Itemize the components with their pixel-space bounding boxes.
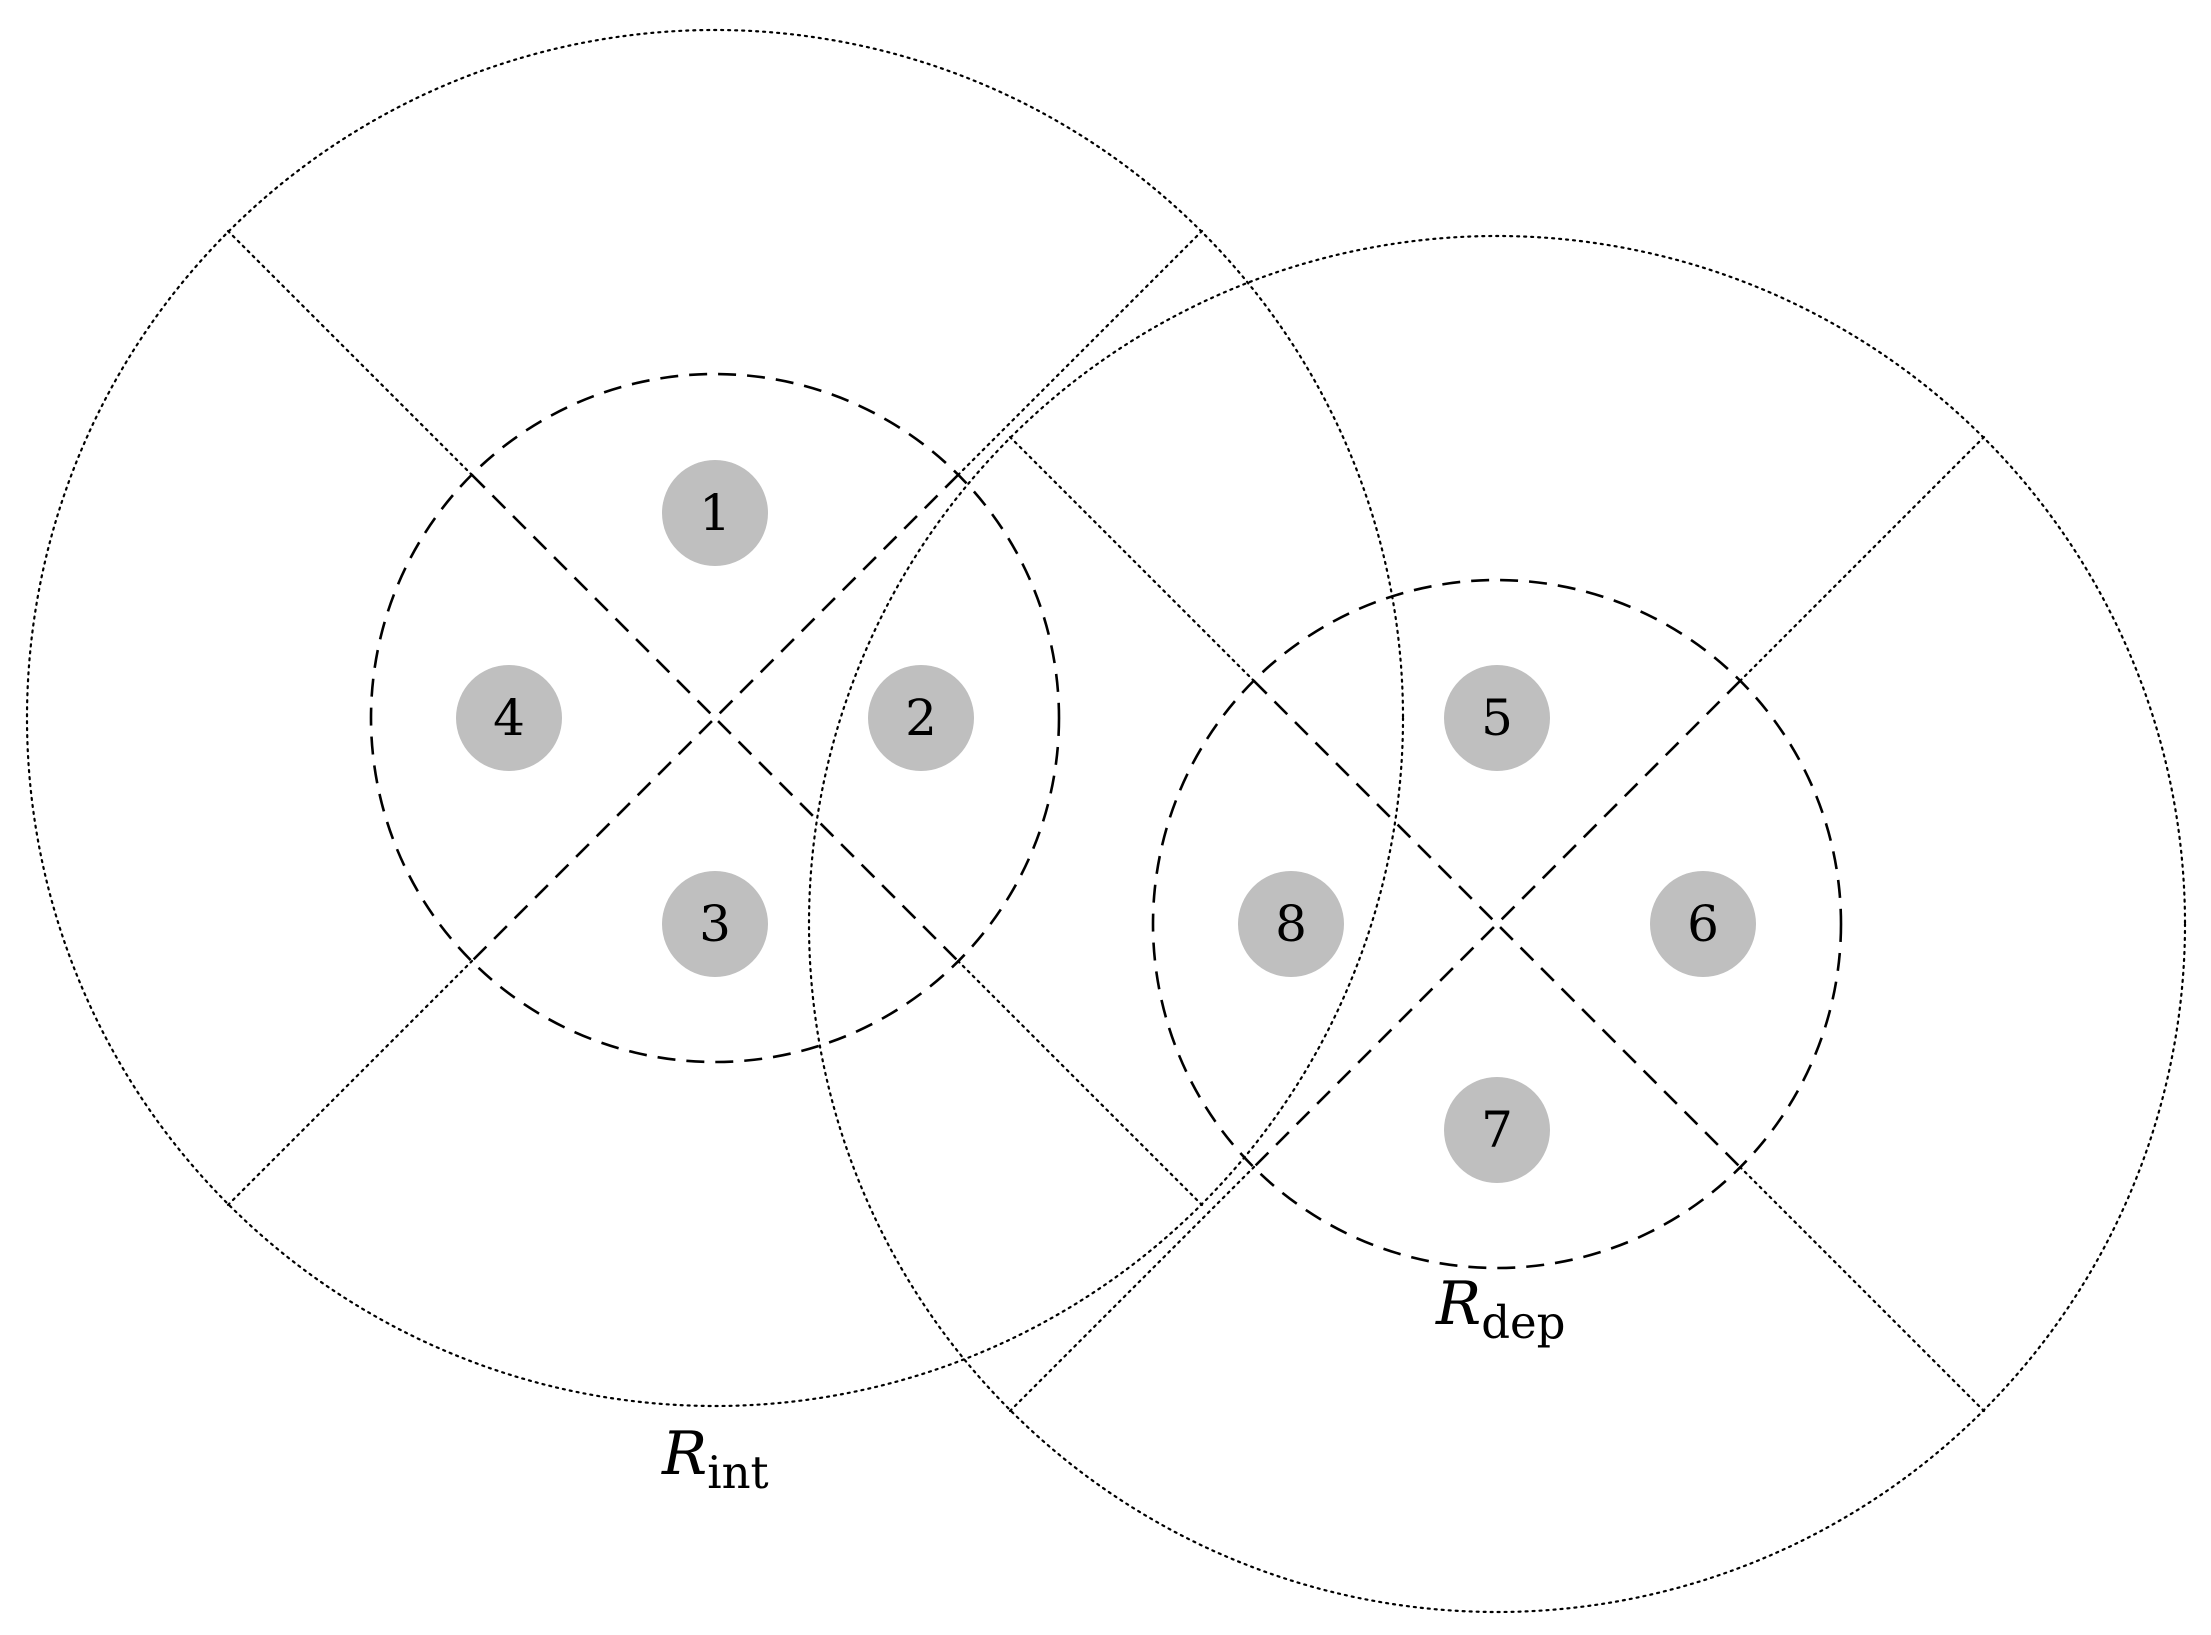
node-label: 1 (699, 484, 731, 542)
node-disc (662, 871, 768, 977)
node-disc (662, 460, 768, 566)
radius-label-dep: Rdep (1435, 1269, 1565, 1349)
sector-divider-int (226, 229, 474, 477)
radius-subscript: int (707, 1446, 768, 1499)
radius-symbol: R (1435, 1269, 1481, 1339)
node-label: 8 (1275, 895, 1307, 953)
sector-divider-dep (1738, 1165, 1986, 1413)
cell-int: 1 2 3 4 Rint (25, 28, 1405, 1499)
node-disc (456, 665, 562, 771)
node-3: 3 (662, 871, 768, 977)
outer-boundary-circle-dep (807, 234, 2187, 1614)
node-label: 5 (1481, 689, 1513, 747)
node-7: 7 (1444, 1077, 1550, 1183)
sector-divider-int (956, 229, 1204, 477)
node-disc (1444, 1077, 1550, 1183)
node-label: 3 (699, 895, 731, 953)
node-label: 2 (905, 689, 937, 747)
node-label: 7 (1481, 1101, 1513, 1159)
sector-divider-int (226, 959, 474, 1207)
radius-subscript: dep (1481, 1296, 1565, 1349)
node-5: 5 (1444, 665, 1550, 771)
sector-divider-dep (1008, 1165, 1256, 1413)
node-disc (1650, 871, 1756, 977)
node-label: 4 (493, 689, 525, 747)
inner-radius-circle-int (369, 372, 1061, 1064)
sector-divider-dep (1008, 435, 1256, 683)
inner-radius-circle-dep (1151, 578, 1843, 1270)
node-1: 1 (662, 460, 768, 566)
radius-label-int: Rint (661, 1419, 769, 1499)
node-2: 2 (868, 665, 974, 771)
radius-symbol: R (661, 1419, 707, 1489)
node-4: 4 (456, 665, 562, 771)
outer-boundary-circle-int (25, 28, 1405, 1408)
node-6: 6 (1650, 871, 1756, 977)
node-disc (1238, 871, 1344, 977)
cell-dep: 5 6 7 8 Rdep (807, 234, 2187, 1614)
node-8: 8 (1238, 871, 1344, 977)
sector-divider-int (956, 959, 1204, 1207)
node-disc (868, 665, 974, 771)
node-disc (1444, 665, 1550, 771)
sector-divider-dep (1738, 435, 1986, 683)
node-label: 6 (1687, 895, 1719, 953)
